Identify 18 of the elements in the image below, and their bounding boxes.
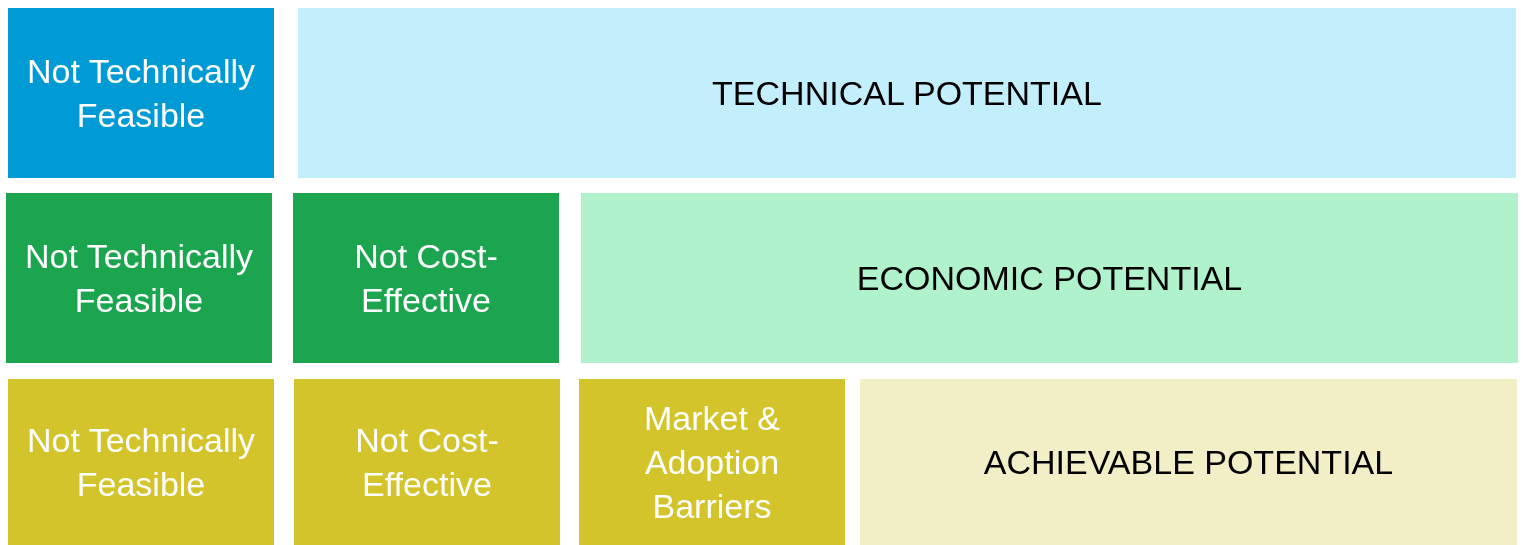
excluded-category-box: [8, 379, 274, 545]
category-label: Not Cost-Effective: [354, 420, 500, 505]
category-label: Not Technically Feasible: [25, 51, 256, 136]
category-label: Not Cost-Effective: [353, 236, 499, 321]
potential-label: ACHIEVABLE POTENTIAL: [983, 442, 1394, 483]
potential-label: TECHNICAL POTENTIAL: [712, 73, 1102, 114]
excluded-category-box: [294, 379, 560, 545]
potential-label: ECONOMIC POTENTIAL: [856, 258, 1243, 299]
excluded-category-box: [579, 379, 845, 545]
category-label: Market & Adoption Barriers: [642, 398, 781, 527]
excluded-category-box: [8, 8, 274, 178]
excluded-category-box: [293, 193, 559, 363]
potential-box: [581, 193, 1518, 363]
category-label: Not Technically Feasible: [23, 236, 254, 321]
potential-box: [860, 379, 1517, 545]
excluded-category-box: [6, 193, 272, 363]
potential-box: [298, 8, 1516, 178]
category-label: Not Technically Feasible: [25, 420, 256, 505]
